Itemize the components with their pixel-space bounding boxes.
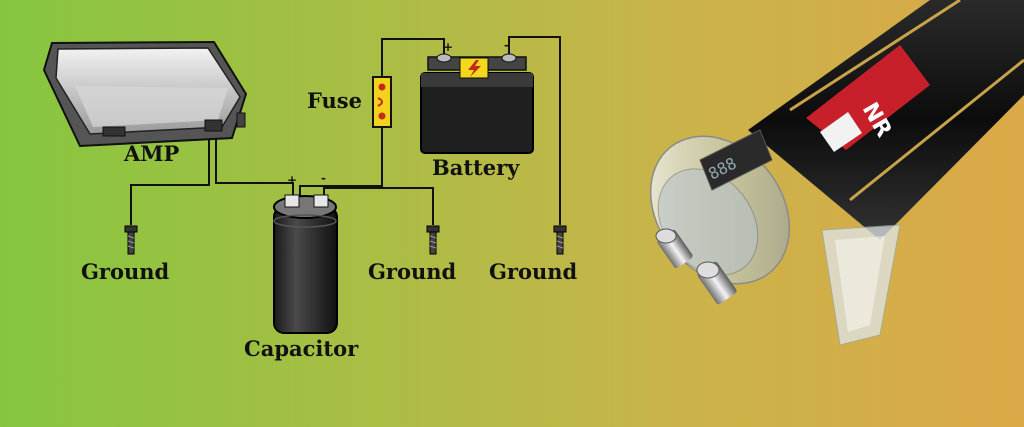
ground-label-3: Ground bbox=[489, 259, 578, 284]
capacitor-label: Capacitor bbox=[244, 336, 359, 361]
wire-fuse-to-battery-positive bbox=[381, 38, 445, 77]
fuse-label: Fuse bbox=[307, 88, 362, 113]
capacitor-product-image: NR 888 bbox=[649, 0, 1024, 346]
amp-label: AMP bbox=[124, 141, 180, 166]
fuse bbox=[372, 76, 392, 128]
capacitor bbox=[273, 194, 338, 334]
amp bbox=[42, 40, 248, 148]
wire-amp-to-capacitor bbox=[215, 128, 294, 195]
battery-positive-mark: + bbox=[443, 40, 454, 54]
ground-label-1: Ground bbox=[81, 259, 170, 284]
ground-label-2: Ground bbox=[368, 259, 457, 284]
wires bbox=[130, 36, 561, 225]
capacitor-negative-mark: - bbox=[321, 171, 326, 185]
capacitor-positive-mark: + bbox=[287, 173, 298, 187]
product-terminals bbox=[655, 228, 737, 305]
battery bbox=[420, 53, 534, 154]
wire-capacitor-to-fuse bbox=[299, 127, 383, 196]
battery-negative-mark: - bbox=[504, 38, 509, 52]
lightning-bolt-icon bbox=[459, 57, 489, 79]
battery-label: Battery bbox=[432, 155, 520, 180]
ground-screw-icon bbox=[426, 225, 440, 255]
wire-capacitor-to-ground-2 bbox=[323, 187, 434, 225]
wire-amp-to-ground-1 bbox=[130, 128, 210, 225]
wire-battery-negative-to-ground-3 bbox=[508, 36, 561, 225]
ground-screw-icon bbox=[553, 225, 567, 255]
ground-screw-icon bbox=[124, 225, 138, 255]
